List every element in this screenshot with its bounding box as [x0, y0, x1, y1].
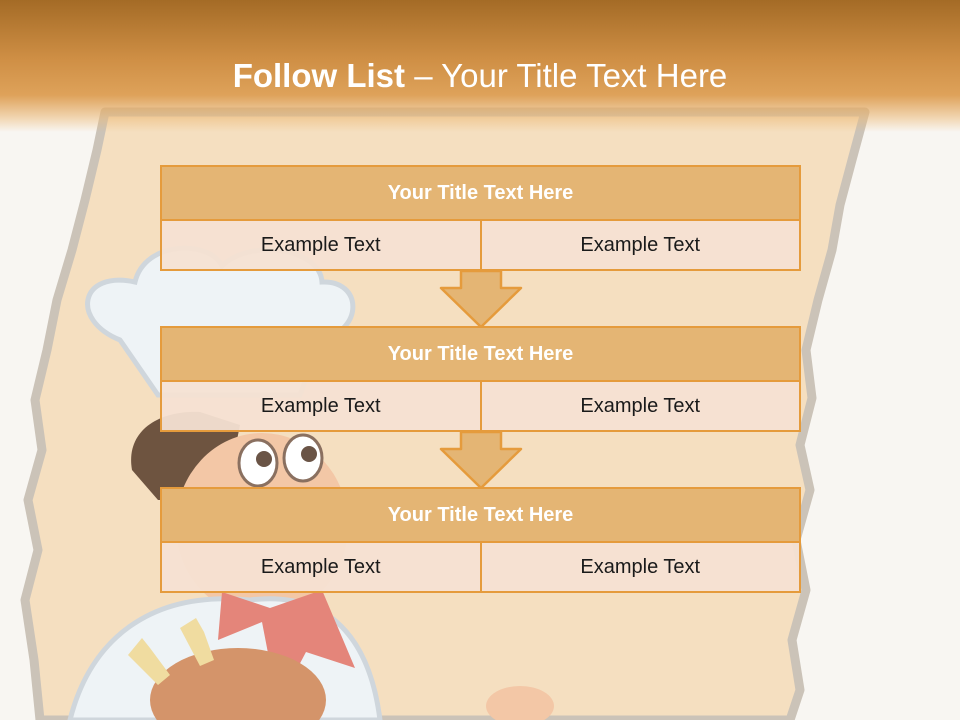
block-title: Your Title Text Here	[160, 326, 801, 382]
block-row: Example Text Example Text	[160, 382, 801, 432]
block-cell-left: Example Text	[160, 221, 482, 271]
list-block-2: Your Title Text Here Example Text Exampl…	[160, 326, 801, 432]
title-bar: Follow List – Your Title Text Here	[0, 0, 960, 132]
chicken-bone-left	[128, 638, 170, 685]
block-cell-right: Example Text	[481, 221, 801, 271]
chicken-bone-right	[180, 618, 214, 666]
chef-pupil-right	[301, 446, 317, 462]
block-row: Example Text Example Text	[160, 543, 801, 593]
chef-scarf	[218, 590, 355, 705]
down-arrow-icon	[439, 270, 523, 329]
list-block-3: Your Title Text Here Example Text Exampl…	[160, 487, 801, 593]
block-cell-right: Example Text	[481, 382, 801, 432]
block-cell-left: Example Text	[160, 382, 482, 432]
slide-title-bold: Follow List	[232, 57, 406, 94]
chef-pupil-left	[256, 451, 272, 467]
block-title: Your Title Text Here	[160, 487, 801, 543]
slide-title: Follow List – Your Title Text Here	[0, 56, 960, 96]
roast-chicken	[150, 648, 326, 720]
block-cell-right: Example Text	[481, 543, 801, 593]
chef-hand	[486, 686, 554, 720]
block-title: Your Title Text Here	[160, 165, 801, 221]
slide-title-rest: – Your Title Text Here	[405, 57, 728, 94]
block-row: Example Text Example Text	[160, 221, 801, 271]
down-arrow-icon	[439, 431, 523, 490]
block-cell-left: Example Text	[160, 543, 482, 593]
list-block-1: Your Title Text Here Example Text Exampl…	[160, 165, 801, 271]
